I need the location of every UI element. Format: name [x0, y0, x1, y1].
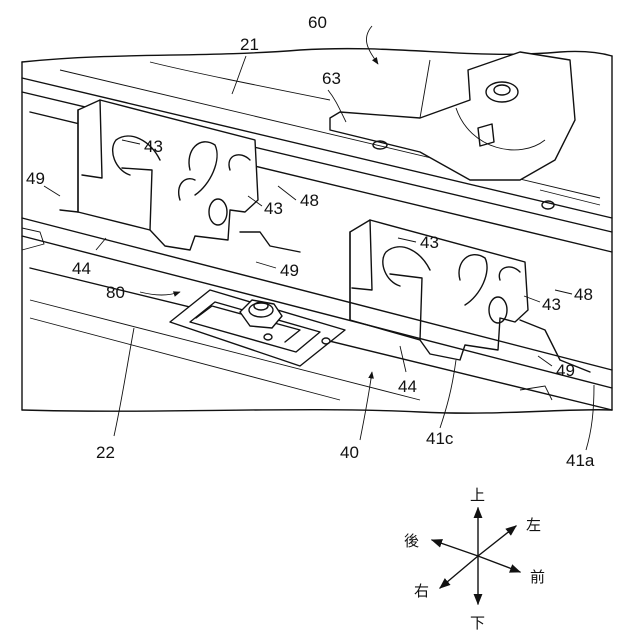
label-43-a: 43	[144, 137, 163, 156]
direction-right: 右	[414, 582, 429, 600]
label-41c: 41c	[426, 429, 454, 448]
direction-up: 上	[470, 486, 485, 504]
bracket-block-right	[350, 220, 528, 360]
label-43-c: 43	[420, 233, 439, 252]
label-21: 21	[240, 35, 259, 54]
label-49-a: 49	[26, 169, 45, 188]
direction-front: 前	[530, 568, 545, 586]
direction-down: 下	[470, 614, 485, 632]
label-63: 63	[322, 69, 341, 88]
label-22: 22	[96, 443, 115, 462]
label-43-d: 43	[542, 295, 561, 314]
label-41a: 41a	[566, 451, 595, 470]
direction-rear: 後	[404, 532, 419, 550]
label-48-a: 48	[300, 191, 319, 210]
label-40: 40	[340, 443, 359, 462]
direction-indicator: 上 下 後 前 左 右	[404, 486, 545, 632]
bracket-block-left	[78, 100, 258, 250]
label-43-b: 43	[264, 199, 283, 218]
label-44-a: 44	[72, 259, 91, 278]
label-44-b: 44	[398, 377, 417, 396]
label-48-b: 48	[574, 285, 593, 304]
label-80: 80	[106, 283, 125, 302]
label-49-b: 49	[280, 261, 299, 280]
label-49-c: 49	[556, 361, 575, 380]
direction-left: 左	[526, 516, 541, 534]
label-60: 60	[308, 13, 327, 32]
fastener-80	[170, 290, 345, 366]
bracket-60	[330, 52, 600, 209]
